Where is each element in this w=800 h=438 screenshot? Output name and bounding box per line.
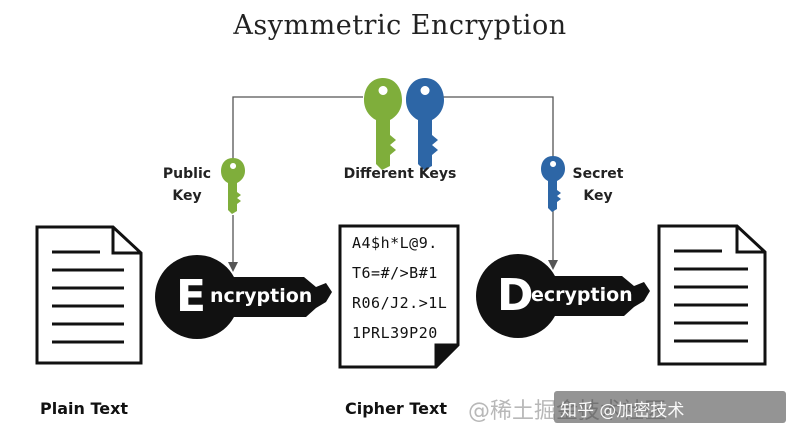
decryption-key-banner <box>476 254 650 338</box>
public-key-label-line2: Key <box>172 188 202 204</box>
public-key-label-line1: Public <box>162 166 212 182</box>
decrypted-document-icon <box>657 224 767 366</box>
cipher-line: A4$h*L@9. <box>352 234 438 252</box>
decryption-label: ecryption <box>531 284 633 306</box>
decryption-initial: D <box>497 270 534 321</box>
plain-text-caption: Plain Text <box>40 399 129 418</box>
plain-text-document-icon <box>35 225 143 365</box>
watermark-overlay <box>554 391 786 423</box>
connector-lines <box>232 96 554 264</box>
secret-key-icon <box>541 156 565 212</box>
blue-key-icon <box>406 78 444 170</box>
secret-key-label-line1: Secret <box>572 166 624 182</box>
cipher-line: T6=#/>B#1 <box>352 264 438 282</box>
different-keys-label: Different Keys <box>343 166 457 182</box>
encryption-initial: E <box>176 271 207 322</box>
public-key-label: Public Key <box>152 163 222 207</box>
cipher-line: R06/J2.>1L <box>352 294 448 312</box>
public-key-icon <box>221 158 245 214</box>
watermark-overlay-text: 知乎 @加密技术 <box>560 401 685 421</box>
diagram-title: Asymmetric Encryption <box>233 10 567 41</box>
green-key-icon <box>364 78 402 170</box>
cipher-line: 1PRL39P20 <box>352 324 438 342</box>
cipher-text-caption: Cipher Text <box>345 399 447 418</box>
encryption-label: ncryption <box>210 285 313 307</box>
cipher-text-block: A4$h*L@9. T6=#/>B#1 R06/J2.>1L 1PRL39P20 <box>352 234 447 354</box>
arrowheads <box>228 260 558 272</box>
secret-key-label: Secret Key <box>563 163 633 207</box>
encryption-key-banner <box>155 255 332 339</box>
cipher-document-icon <box>338 224 460 369</box>
secret-key-label-line2: Key <box>583 188 613 204</box>
